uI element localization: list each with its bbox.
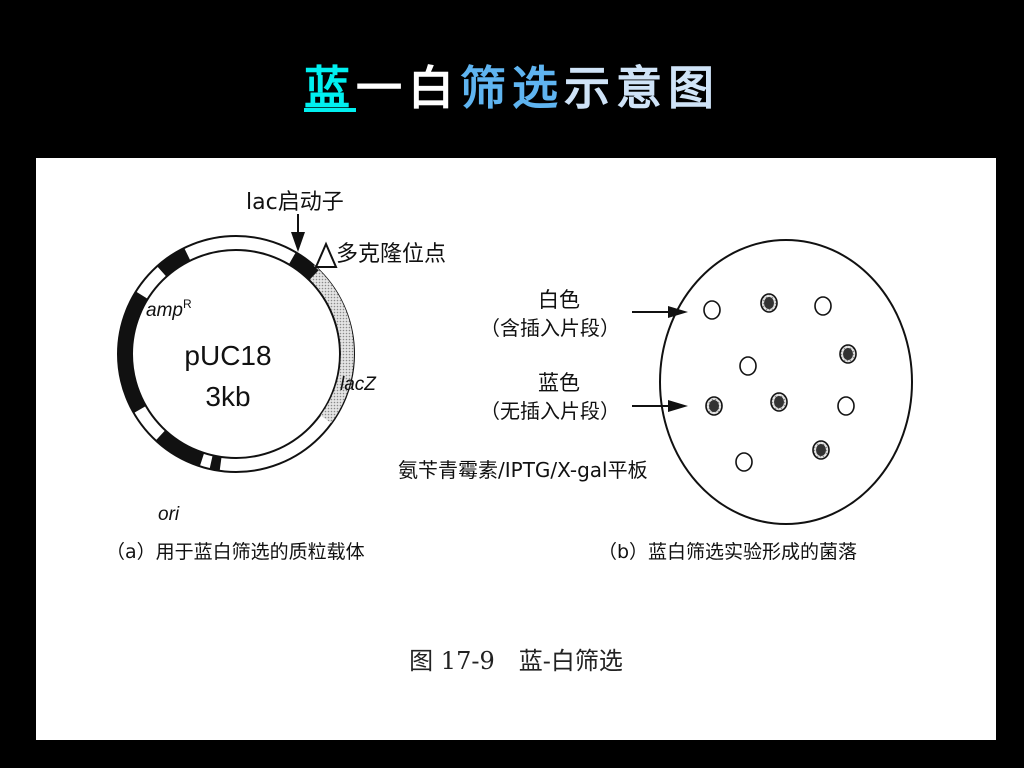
- plate-medium-label: 氨苄青霉素/IPTG/X-gal平板: [398, 458, 648, 482]
- amp-label-text: amp: [146, 300, 183, 321]
- white-colony: [703, 300, 721, 320]
- white-colony: [735, 452, 753, 472]
- slide-title: 蓝一白筛选示意图: [0, 52, 1024, 118]
- figure-panel: lac启动子 多克隆位点 ampR pUC18 3kb lacZ ori （a）…: [36, 158, 996, 740]
- white-colony: [837, 396, 855, 416]
- title-char-blue: 蓝: [304, 61, 356, 115]
- blue-white-diagram: lac启动子 多克隆位点 ampR pUC18 3kb lacZ ori （a）…: [106, 190, 913, 563]
- plasmid-size: 3kb: [205, 381, 250, 412]
- lacz-segment: [305, 265, 354, 424]
- figure-caption: 图 17-9 蓝-白筛选: [409, 647, 623, 675]
- title-char-select: 选: [512, 61, 564, 115]
- ori-segment: [209, 455, 222, 471]
- title-char-white: 白: [408, 61, 460, 115]
- ori-label: ori: [158, 504, 180, 525]
- blue-arrow-icon: [668, 400, 688, 412]
- white-colony-label: 白色: [538, 288, 580, 312]
- plasmid-diagram: lac启动子 多克隆位点 ampR pUC18 3kb lacZ ori （a）…: [106, 190, 446, 563]
- blue-colony-core: [774, 396, 784, 408]
- title-suffix: 示意图: [564, 61, 720, 115]
- white-colony: [739, 356, 757, 376]
- ampr-segment: [118, 291, 148, 414]
- title-char-screen: 筛: [460, 61, 512, 115]
- blue-colony-core: [843, 348, 853, 360]
- promoter-label: lac启动子: [246, 190, 344, 215]
- white-arrow-icon: [668, 306, 688, 318]
- agar-plate: [659, 239, 913, 525]
- plate-diagram: 白色 （含插入片段） 蓝色 （无插入片段） 氨苄青霉素/IPTG/X-gal平板…: [398, 239, 913, 563]
- amp-superscript: R: [183, 297, 192, 311]
- plasmid-name: pUC18: [184, 340, 271, 371]
- white-colony-sublabel: （含插入片段）: [480, 316, 620, 340]
- blue-colony-core: [709, 400, 719, 412]
- blue-colony-label: 蓝色: [538, 371, 580, 395]
- plasmid-marker-top: [157, 248, 191, 277]
- blue-colony-core: [816, 444, 826, 456]
- mcs-triangle-icon: [314, 241, 338, 268]
- promoter-arrow-head: [291, 232, 305, 252]
- panel-b-caption: （b）蓝白筛选实验形成的菌落: [598, 541, 857, 563]
- mcs-label: 多克隆位点: [336, 242, 446, 267]
- white-colony: [814, 296, 832, 316]
- blue-colony-sublabel: （无插入片段）: [480, 399, 620, 423]
- mcs-segment: [288, 252, 319, 281]
- title-char-dash: 一: [356, 61, 408, 115]
- lacz-label: lacZ: [340, 374, 377, 395]
- plasmid-inner-ring: [131, 249, 341, 459]
- amp-label: ampR: [146, 297, 192, 321]
- blue-colony-core: [764, 297, 774, 309]
- plasmid-marker-bottom: [155, 430, 205, 467]
- panel-a-caption: （a）用于蓝白筛选的质粒载体: [106, 541, 365, 563]
